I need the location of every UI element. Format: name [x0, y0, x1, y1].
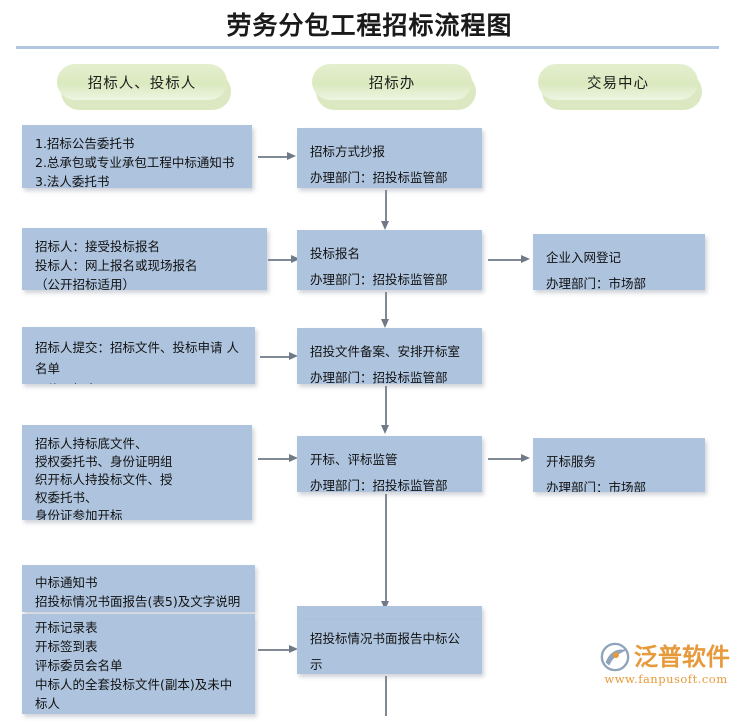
process-box-center-1: 招标方式抄报 办理部门：招投标监管部: [297, 128, 482, 188]
process-box-right-2: 企业入网登记 办理部门：市场部: [533, 234, 705, 290]
arrow-head: [289, 645, 298, 653]
arrow-head: [521, 454, 530, 462]
column-header-bidding-office: 招标办: [312, 64, 476, 110]
logo-row: 泛普软件: [600, 640, 732, 674]
pill-body: 交易中心: [538, 64, 698, 100]
arrow-shaft: [258, 156, 288, 158]
arrow-shaft: [385, 386, 387, 426]
process-box-right-4: 开标服务 办理部门：市场部: [533, 438, 705, 492]
arrow-shaft: [258, 649, 290, 651]
process-box-center-2: 投标报名 办理部门：招投标监管部: [297, 230, 482, 290]
process-box-center-5-cap: [297, 606, 482, 620]
pill-body: 招标办: [312, 64, 472, 100]
arrow-head: [289, 352, 298, 360]
arrow-shaft: [385, 190, 387, 222]
arrow-head: [381, 221, 389, 230]
arrow-center5-down: [381, 676, 390, 716]
arrow-center4-to-center5: [381, 494, 390, 610]
arrow-shaft: [260, 356, 290, 358]
column-header-label: 交易中心: [587, 75, 649, 92]
arrow-head: [381, 601, 389, 610]
logo-brand-text: 泛普软件: [634, 643, 730, 671]
arrow-left2-to-center2: [268, 255, 300, 264]
process-box-left-4: 招标人持标底文件、 授权委托书、身份证明组 织开标人持投标文件、授 权委托书、 …: [22, 425, 252, 520]
arrow-head: [287, 152, 296, 160]
arrow-shaft: [488, 259, 522, 261]
fanpu-logo-icon: [600, 642, 630, 672]
arrow-shaft: [258, 458, 290, 460]
process-box-center-3: 招投文件备案、安排开标室 办理部门：招投标监管部: [297, 328, 482, 384]
arrow-left3-to-center3: [260, 352, 298, 361]
arrow-head: [381, 425, 389, 434]
arrow-center3-to-center4: [381, 386, 390, 434]
arrow-head: [381, 319, 389, 328]
arrow-left5-to-center5: [258, 645, 298, 654]
arrow-shaft: [385, 292, 387, 320]
arrow-head: [291, 255, 300, 263]
process-box-center-4: 开标、评标监管 办理部门：招投标监管部: [297, 436, 482, 492]
process-box-left-5-top: 中标通知书 招投标情况书面报告(表5)及文字说明 开标记录表: [22, 565, 255, 612]
column-header-trading-center: 交易中心: [538, 64, 702, 110]
arrow-center1-to-center2: [381, 190, 390, 230]
arrow-center2-to-center3: [381, 292, 390, 328]
arrow-left1-to-center1: [258, 152, 296, 161]
watermark-logo: 泛普软件 www.fanpusoft.com: [600, 640, 732, 696]
arrow-center2-to-right2: [488, 255, 530, 264]
process-box-left-5-bottom: 开标记录表 开标签到表 评标委员会名单 中标人的全套投标文件(副本)及未中标人 …: [22, 614, 255, 714]
arrow-left4-to-center4: [258, 454, 298, 463]
logo-url-text: www.fanpusoft.com: [604, 672, 728, 686]
arrow-shaft: [488, 458, 522, 460]
arrow-head: [521, 255, 530, 263]
process-box-left-1: 1.招标公告委托书 2.总承包或专业承包工程中标通知书 3.法人委托书: [22, 125, 252, 188]
pill-body: 招标人、投标人: [57, 64, 227, 100]
column-header-label: 招标办: [368, 75, 416, 92]
title-divider: [16, 46, 719, 49]
process-box-center-5: 招投标情况书面报告中标公示 办理部门：招投标监管部: [297, 620, 482, 674]
arrow-shaft: [385, 676, 387, 716]
page-title: 劳务分包工程招标流程图: [226, 11, 513, 40]
arrow-shaft: [268, 259, 292, 261]
process-box-left-3: 招标人提交：招标文件、投标申请 人名单 预约开标室: [22, 327, 255, 384]
arrow-center4-to-right4: [488, 454, 530, 463]
process-box-left-2: 招标人：接受投标报名 投标人：网上报名或现场报名 （公开招标适用）: [22, 228, 267, 290]
column-header-bidder: 招标人、投标人: [57, 64, 231, 110]
column-header-label: 招标人、投标人: [87, 75, 197, 92]
arrow-shaft: [385, 494, 387, 602]
arrow-head: [289, 454, 298, 462]
